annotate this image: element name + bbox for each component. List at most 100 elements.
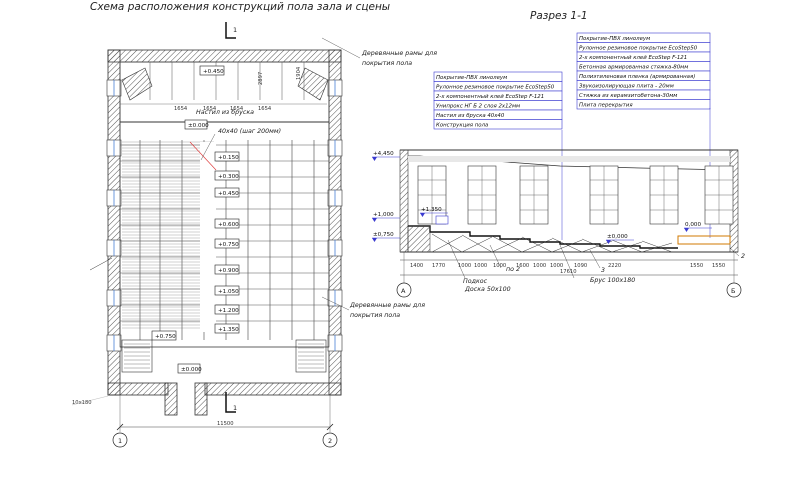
section-base-block — [407, 225, 431, 253]
stage-dim-3: 1654 — [230, 106, 244, 112]
plan-wall-bottom-left — [107, 382, 169, 396]
floor-plan: +0.450 ±0.000 +0.150+0.300+0.450+0.600+0… — [71, 22, 437, 448]
section-dim-label: 1550 — [712, 263, 725, 269]
stage-vdim-1: 2897 — [258, 72, 264, 85]
level-label: +4,450 — [373, 151, 394, 157]
stage-level-marker: +0.450 — [199, 65, 225, 76]
row-level-marker — [214, 187, 240, 198]
row-level-marker — [214, 170, 240, 181]
cut-mark-top-label: 1 — [233, 26, 237, 34]
row-level-label: +1.350 — [218, 327, 239, 333]
legend-text: Рулонное резиновое покрытие EcoStep50 — [436, 85, 555, 91]
section-dim-label: 1000 — [458, 263, 471, 269]
callout-podkos: Подкос — [463, 278, 488, 285]
row-level-marker — [214, 238, 240, 249]
callout-n3: 3 — [601, 267, 605, 274]
level-label: ±0,750 — [373, 232, 394, 238]
legend-row — [576, 99, 711, 110]
section-dim-label: 1400 — [410, 263, 423, 269]
stage-wing-right — [297, 67, 329, 101]
stage-dim-1: 1654 — [174, 106, 188, 112]
plan-door-pier-right — [194, 382, 208, 416]
section-dim-label: 1770 — [432, 263, 445, 269]
level-label: ±0,000 — [607, 234, 628, 240]
row-level-label: +1.200 — [218, 308, 239, 314]
plan-axis-1 — [112, 432, 128, 448]
stage-frames — [149, 62, 305, 100]
section-dim-label: 1090 — [574, 263, 587, 269]
row-level-label: +0.750 — [218, 242, 239, 248]
lower-stair-right — [295, 339, 327, 373]
stepped-floor — [407, 215, 678, 253]
lower-level-marker-2: ±0.000 — [177, 363, 202, 374]
section-dim-label: 1000 — [493, 263, 506, 269]
svg-text:+0.750: +0.750 — [155, 334, 176, 340]
level-triangle — [372, 238, 377, 242]
stage-vdim-2: 1904 — [296, 66, 302, 80]
plan-windows — [106, 79, 343, 352]
legend-text: Покрытие-ПВХ линолеум — [436, 75, 507, 81]
section-total-dim: 17610 — [560, 269, 577, 275]
svg-text:+0.450: +0.450 — [203, 69, 224, 75]
level-triangle — [372, 218, 377, 222]
legend-text: Покрытие-ПВХ линолеум — [579, 36, 650, 42]
section-axis-a — [396, 282, 412, 298]
row-level-label: +0.900 — [218, 268, 239, 274]
lower-steps — [124, 343, 324, 369]
hall-stairs — [122, 141, 217, 332]
svg-text:А: А — [401, 287, 406, 295]
section-dim-label: 1000 — [533, 263, 546, 269]
legend-text: Унипрокс НГ Б 2 слоя 2х12мм — [436, 104, 520, 110]
callout-p2: по 2 — [506, 266, 520, 273]
section-title: Разрез 1-1 — [530, 10, 588, 22]
legend-row — [433, 119, 563, 130]
row-level-markers: +0.150+0.300+0.450+0.600+0.750+0.900+1.0… — [214, 151, 240, 334]
legend-text: 2-х компонентный клей EcoStep F-121 — [436, 94, 544, 100]
callout-beam: Брус 100х180 — [590, 277, 635, 284]
legend-text: 2-х компонентный клей EcoStep F-121 — [579, 55, 687, 61]
level-triangle — [606, 240, 611, 244]
stepped-floor-profile — [408, 225, 678, 249]
frames-note-top-2: покрытия пола — [362, 60, 412, 67]
section-dim-label: 2220 — [608, 263, 621, 269]
svg-text:1: 1 — [118, 437, 122, 445]
section-dim-label: 1000 — [474, 263, 487, 269]
svg-text:±0.000: ±0.000 — [188, 123, 209, 129]
stage-wing-left — [121, 67, 153, 101]
legend-text: Конструкция пола — [436, 123, 488, 129]
plan-axis-2 — [322, 432, 338, 448]
plan-width-dim: 11500 — [217, 421, 234, 427]
level-label: +1,000 — [373, 212, 394, 218]
legend-text: Звукоизолирующая плита - 20мм — [579, 84, 674, 90]
row-level-label: +0.600 — [218, 222, 239, 228]
stage-dim-2: 1654 — [203, 106, 217, 112]
legend-text: Стяжка из керамзитобетона-30мм — [579, 93, 677, 99]
plan-title: Схема расположения конструкций пола зала… — [90, 1, 390, 13]
plan-door-pier-left — [164, 382, 178, 416]
svg-text:±0.000: ±0.000 — [181, 367, 202, 373]
section-dim-label: 1000 — [550, 263, 563, 269]
section-axis-b — [726, 282, 742, 298]
row-level-label: +1.050 — [218, 289, 239, 295]
level-triangle — [420, 213, 425, 217]
callout-board: Доска 50х100 — [464, 286, 511, 293]
section-dim-label: 1550 — [690, 263, 703, 269]
bars-note-size: 40х40 (шаг 200мм) — [218, 128, 281, 135]
lower-level-marker-1: +0.750 — [151, 330, 177, 341]
stage-right-floor — [677, 235, 731, 245]
svg-text:2: 2 — [328, 437, 332, 445]
row-level-label: +0.150 — [218, 155, 239, 161]
section-left-wall — [399, 149, 409, 253]
frames-note-bottom-2: покрытия пола — [350, 312, 400, 319]
row-level-marker — [214, 264, 240, 275]
level-label: +1,350 — [421, 207, 442, 213]
cut-mark-bottom — [225, 392, 236, 413]
stage-dim-4: 1654 — [258, 106, 272, 112]
frames-note-bottom-1: Деревянные рамы для — [349, 302, 425, 309]
row-level-marker — [214, 304, 240, 315]
